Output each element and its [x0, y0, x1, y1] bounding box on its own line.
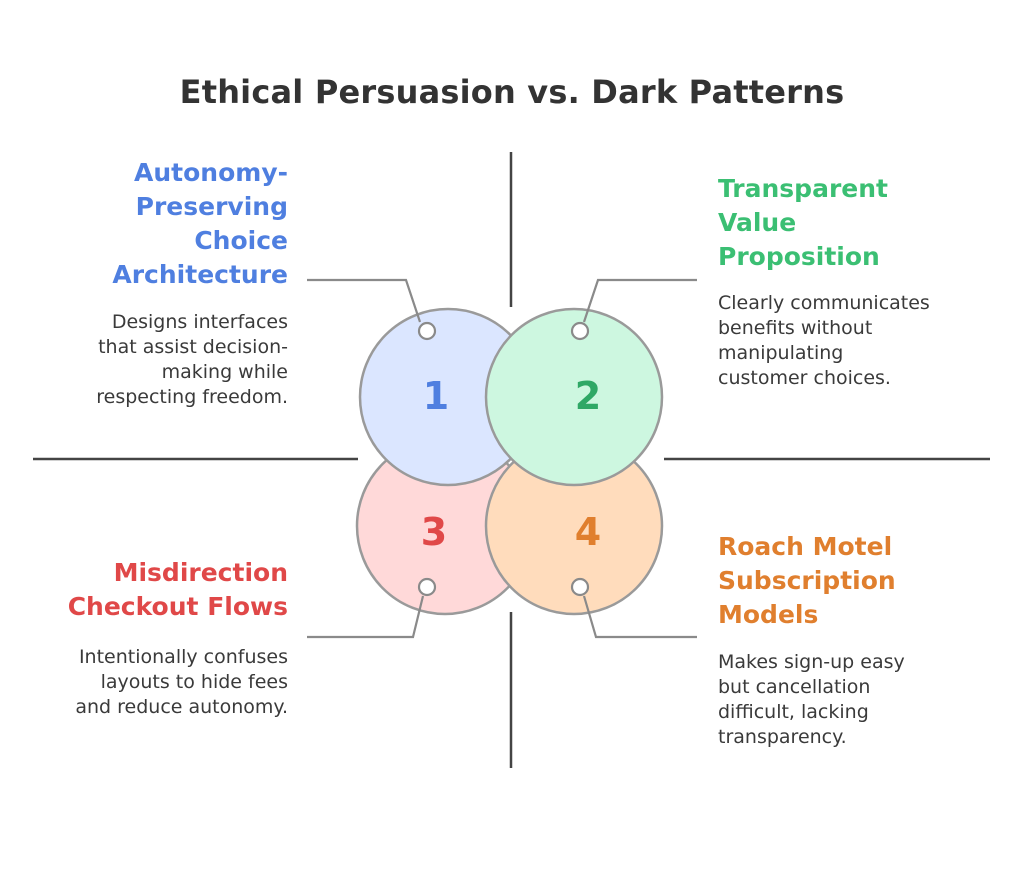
connector-1 [307, 278, 422, 323]
connector-dot-1 [417, 321, 437, 341]
number-3: 3 [421, 510, 447, 554]
heading-roach-motel: Roach Motel Subscription Models [718, 532, 896, 629]
description-autonomy-preserving: Designs interfaces that assist decision-… [96, 311, 288, 408]
heading-autonomy-preserving: Autonomy- Preserving Choice Architecture [112, 158, 288, 289]
heading-transparent-value: Transparent Value Proposition [718, 174, 888, 271]
connector-dot-2 [570, 321, 590, 341]
description-misdirection-checkout: Intentionally confuses layouts to hide f… [75, 646, 288, 718]
description-transparent-value: Clearly communicates benefits without ma… [718, 292, 930, 389]
circle-2 [484, 307, 664, 487]
description-roach-motel: Makes sign-up easy but cancellation diff… [718, 651, 905, 748]
connector-2 [582, 278, 697, 323]
connector-4 [582, 595, 697, 639]
number-1: 1 [423, 374, 449, 418]
page-title: Ethical Persuasion vs. Dark Patterns [179, 73, 845, 111]
heading-misdirection-checkout: Misdirection Checkout Flows [67, 558, 288, 621]
connector-dot-3 [417, 577, 437, 597]
number-4: 4 [575, 510, 601, 554]
connector-dot-4 [570, 577, 590, 597]
number-2: 2 [575, 374, 601, 418]
connector-3 [307, 595, 425, 639]
